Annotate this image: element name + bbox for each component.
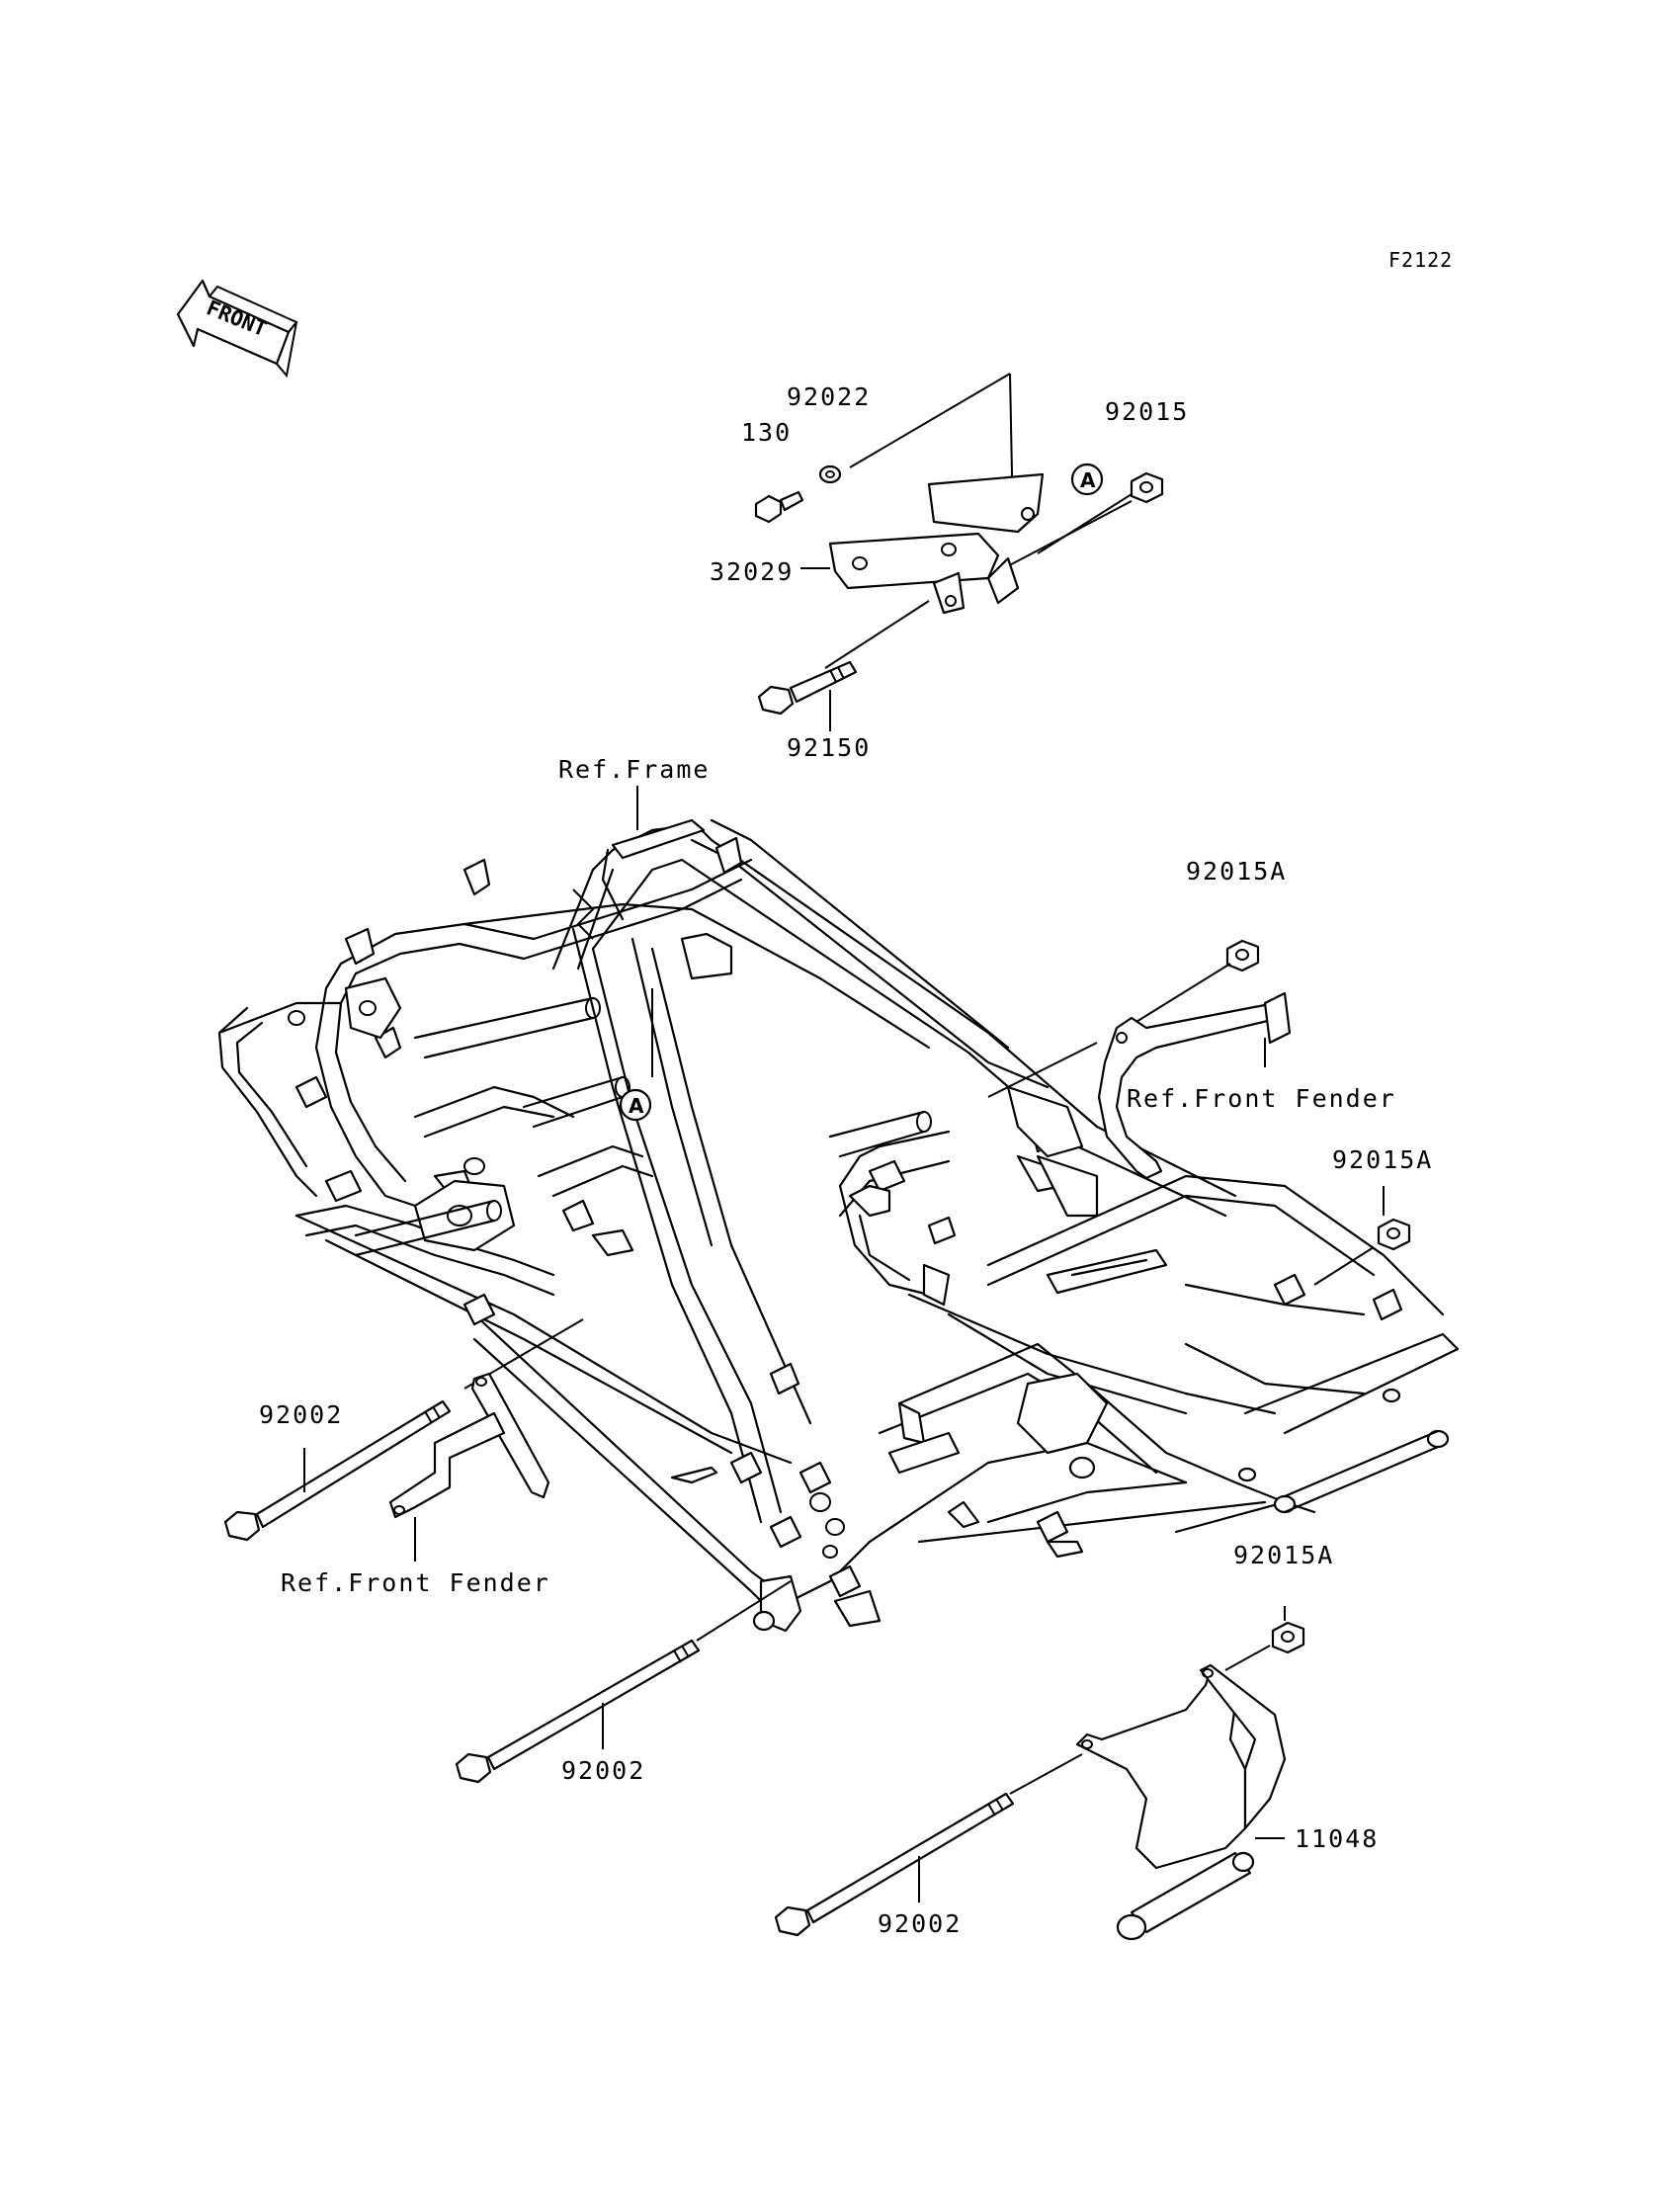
- ref-mark-top: A: [1080, 468, 1096, 492]
- bracket-11048: [1075, 1663, 1287, 1941]
- label-92015a-2: 92015A: [1332, 1145, 1433, 1174]
- upper-bracket-assembly: A: [754, 373, 1164, 731]
- nut-92015a-3: [1271, 1621, 1305, 1654]
- front-fender-bracket-lower: [388, 1372, 550, 1519]
- bolt-130: [754, 490, 804, 524]
- bolt-92002-2: [455, 1639, 701, 1784]
- label-92015a-3: 92015A: [1233, 1541, 1334, 1569]
- label-92022: 92022: [787, 382, 871, 411]
- bolt-92002-3: [774, 1792, 1015, 1937]
- label-92150: 92150: [787, 733, 871, 762]
- label-92015a-1: 92015A: [1186, 857, 1287, 886]
- front-fender-bracket-upper: [1097, 991, 1292, 1180]
- label-ref-frame: Ref.Frame: [558, 755, 710, 784]
- ref-mark-circle-frame: [619, 1088, 652, 1122]
- front-arrow-icon: FRONT: [176, 279, 298, 379]
- bolt-92150: [757, 660, 858, 716]
- ref-mark-circle-top: [1070, 463, 1104, 496]
- nut-92015a-2: [1377, 1218, 1411, 1251]
- label-32029: 32029: [710, 557, 794, 586]
- nut-92015: [1130, 471, 1164, 504]
- washer-92022: [818, 465, 842, 484]
- label-130: 130: [741, 418, 792, 447]
- label-92002-3: 92002: [878, 1909, 962, 1938]
- nut-92015a-1: [1225, 939, 1260, 972]
- label-ref-front-fender-1: Ref.Front Fender: [1127, 1084, 1396, 1113]
- label-92015: 92015: [1105, 397, 1189, 426]
- label-ref-front-fender-2: Ref.Front Fender: [281, 1568, 550, 1597]
- label-92002-2: 92002: [561, 1756, 645, 1785]
- label-11048: 11048: [1295, 1824, 1379, 1853]
- figure-code: F2122: [1388, 248, 1453, 272]
- bolt-92002-1: [223, 1399, 452, 1542]
- bracket-32029: [828, 472, 1045, 615]
- ref-mark-frame: A: [629, 1094, 644, 1118]
- label-92002-1: 92002: [259, 1400, 343, 1429]
